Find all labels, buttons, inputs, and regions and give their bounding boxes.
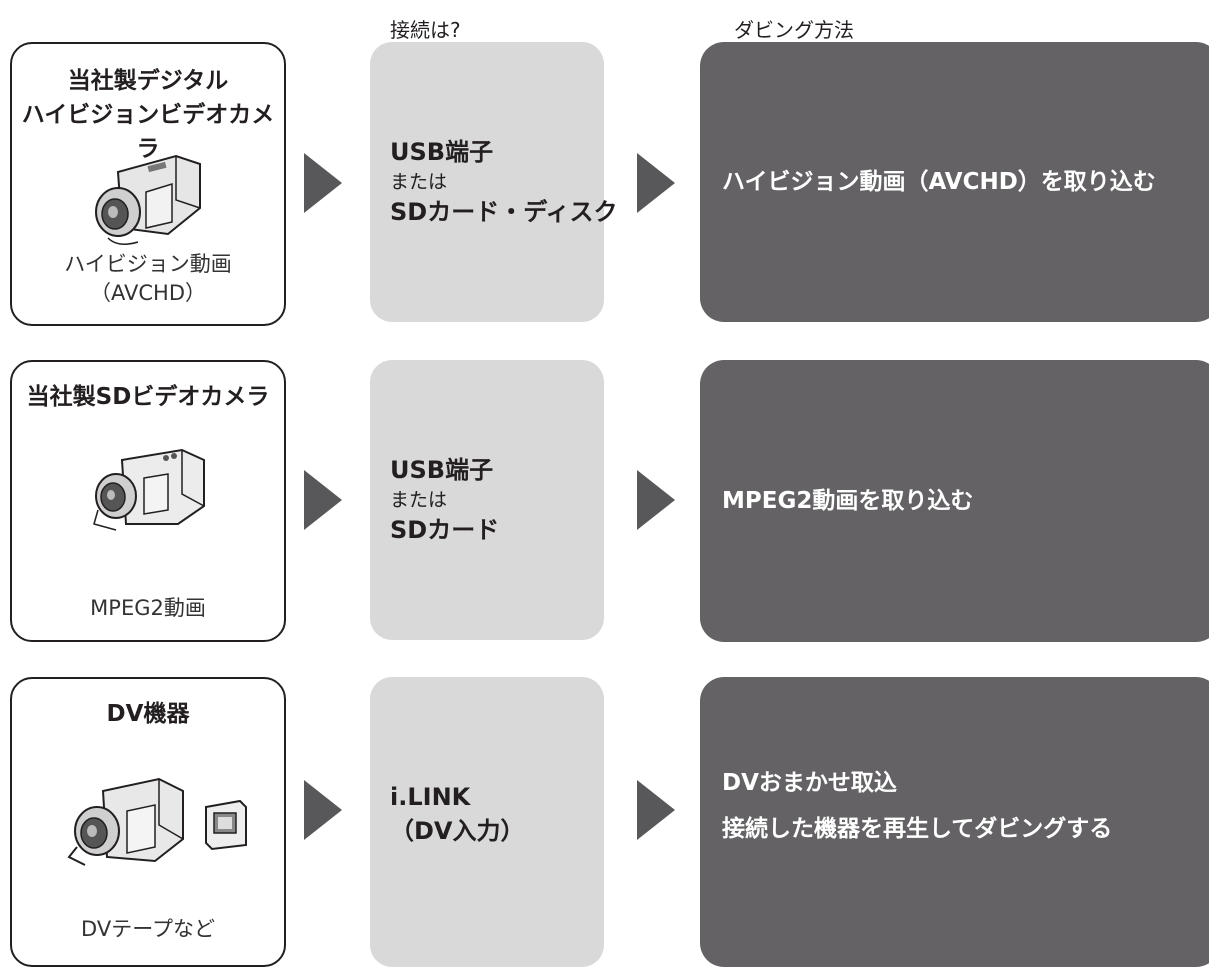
method-box-avchd: ハイビジョン動画（AVCHD）を取り込む [700, 42, 1209, 322]
device-title: 当社製デジタル ハイビジョンビデオカメラ [21, 68, 275, 162]
arrow-right-icon [304, 780, 342, 840]
device-box-sd-camera: 当社製SDビデオカメラ MPEG2動画 [10, 360, 286, 642]
connection-or: または [390, 171, 448, 193]
method-label: ハイビジョン動画（AVCHD）を取り込む [722, 169, 1156, 195]
connection-or: または [390, 489, 448, 511]
method-label: DVおまかせ取込 [722, 770, 897, 796]
method-box-mpeg2: MPEG2動画を取り込む [700, 360, 1209, 642]
connection-primary: i.LINK [390, 783, 471, 811]
device-subtitle: MPEG2動画 [90, 596, 206, 620]
arrow-right-icon [304, 153, 342, 213]
method-description: 接続した機器を再生してダビングする [722, 816, 1113, 842]
arrow-right-icon [637, 153, 675, 213]
device-subtitle: DVテープなど [81, 917, 215, 941]
connection-header: 接続は? [390, 18, 461, 42]
arrow-right-icon [637, 780, 675, 840]
device-subtitle: ハイビジョン動画 （AVCHD） [64, 252, 232, 305]
arrow-right-icon [637, 470, 675, 530]
device-title: 当社製SDビデオカメラ [26, 384, 270, 410]
dv-camcorder-icon [67, 777, 184, 866]
connection-secondary: （DV入力） [390, 817, 525, 845]
connection-box-ilink: i.LINK （DV入力） [370, 677, 604, 967]
connection-primary: USB端子 [390, 456, 494, 484]
device-box-dv: DV機器 DVテープなど [10, 677, 286, 967]
method-header: ダビング方法 [734, 18, 854, 42]
device-title: DV機器 [106, 701, 190, 727]
dv-tape-icon [205, 799, 247, 851]
connection-box-usb-sd-disc: USB端子 または SDカード・ディスク [370, 42, 618, 322]
arrow-right-icon [304, 470, 342, 530]
connection-primary: USB端子 [390, 138, 494, 166]
connection-secondary: SDカード・ディスク [390, 198, 618, 226]
device-box-hd-camera: 当社製デジタル ハイビジョンビデオカメラ ハイビジョン動画 （AVCHD） [10, 42, 286, 326]
method-label: MPEG2動画を取り込む [722, 488, 974, 514]
connection-secondary: SDカード [390, 516, 500, 544]
method-box-dv: DVおまかせ取込 接続した機器を再生してダビングする [700, 677, 1209, 967]
sd-camcorder-icon [93, 448, 205, 531]
connection-box-usb-sd: USB端子 または SDカード [370, 360, 604, 640]
hd-camcorder-icon [95, 154, 201, 245]
